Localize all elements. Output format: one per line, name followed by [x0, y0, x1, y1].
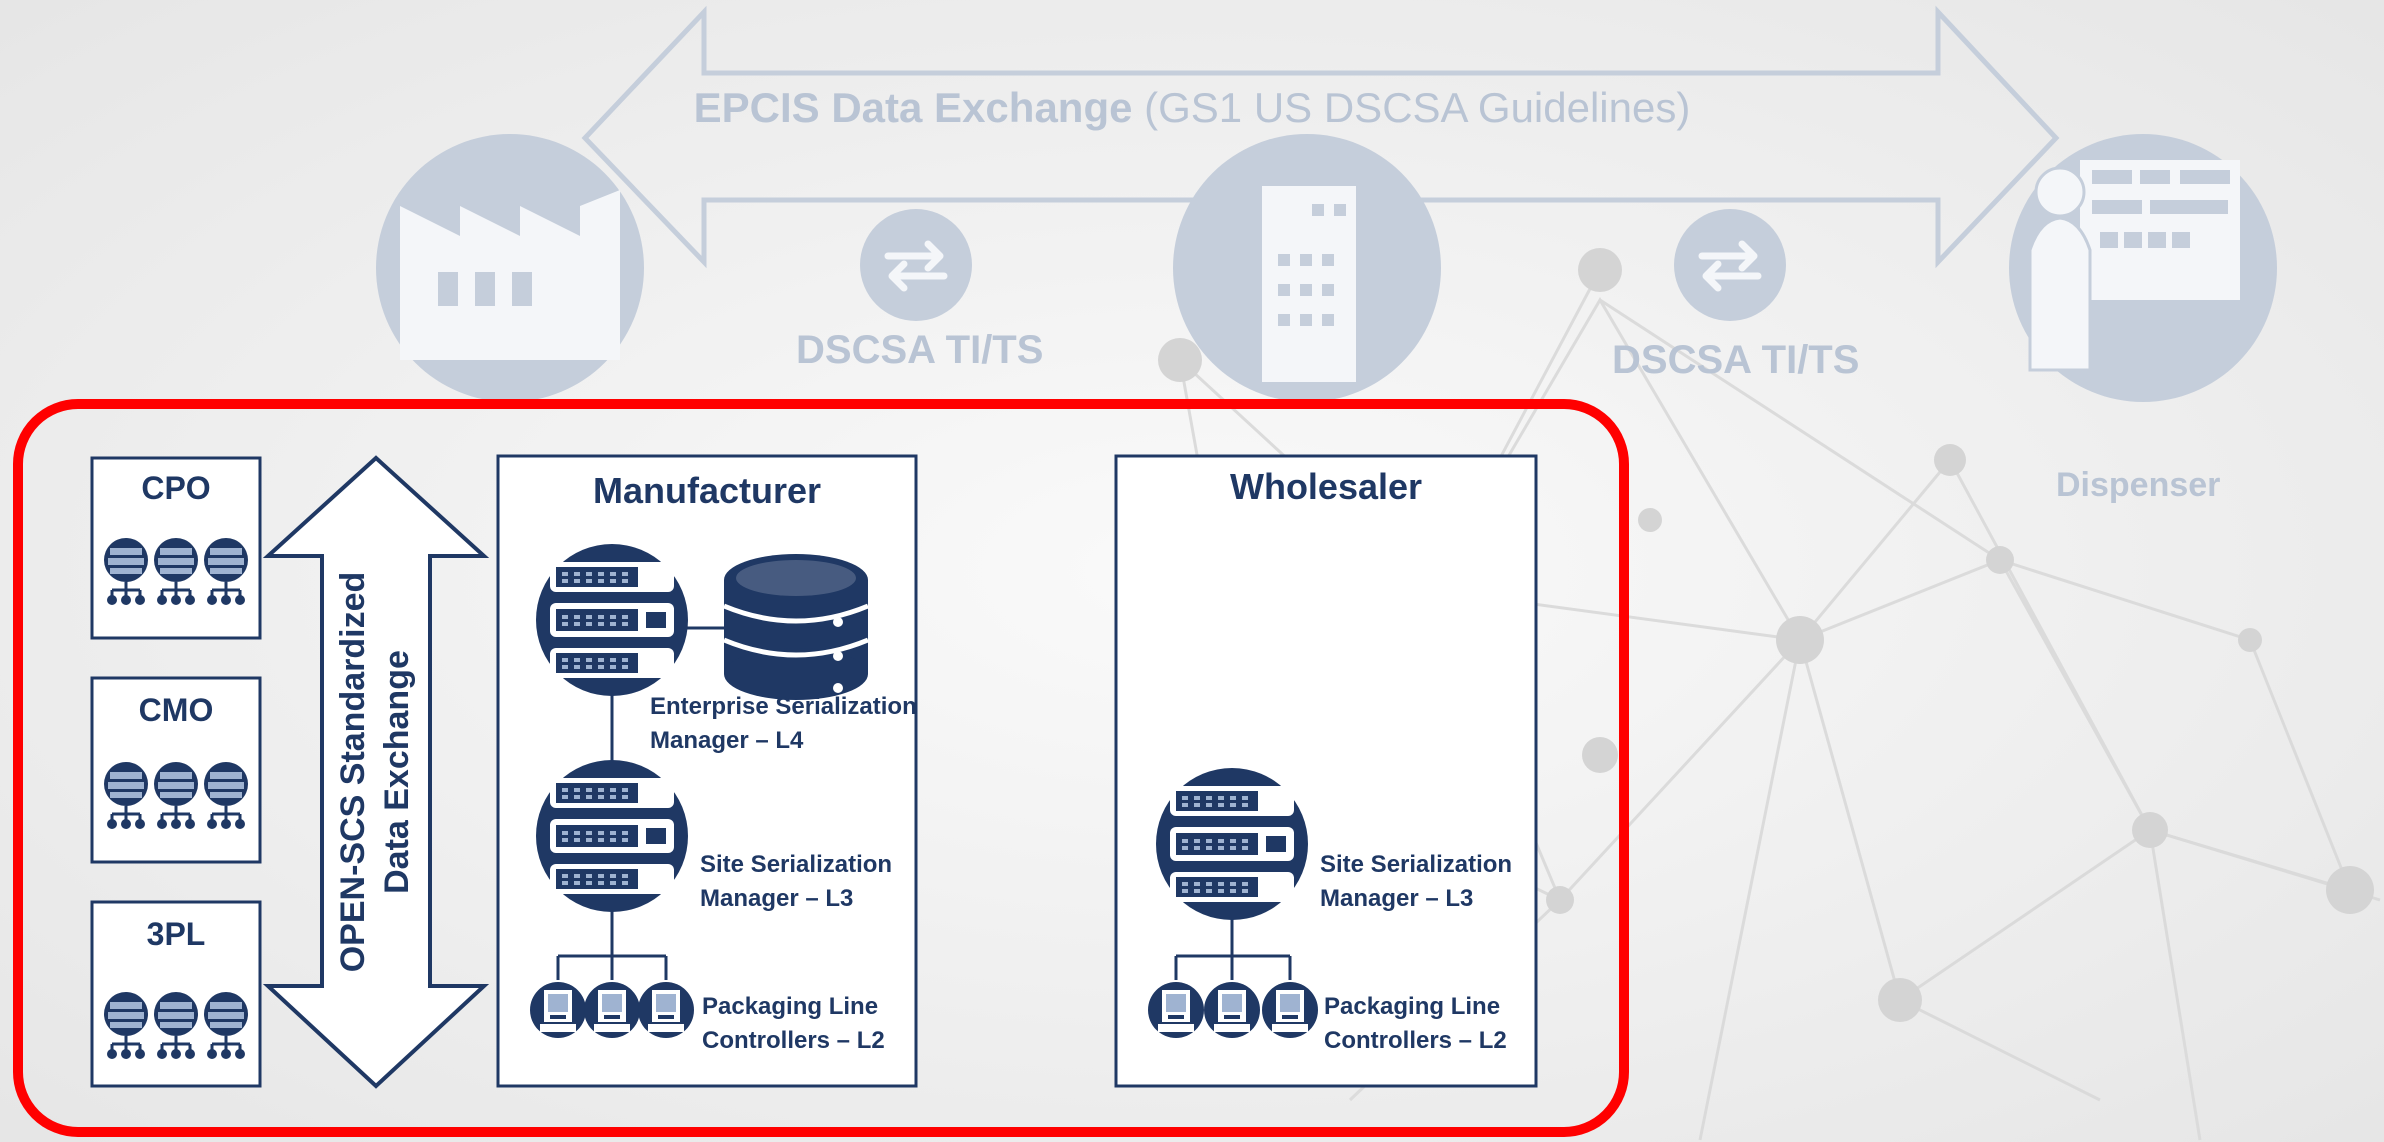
wholesaler-title: Wholesaler: [1229, 466, 1423, 507]
dispenser-label: Dispenser: [2056, 466, 2221, 504]
open-scs-label-line2: Data Exchange: [378, 650, 416, 894]
line-controller-icon: [638, 982, 694, 1038]
wholesaler-box: [1114, 454, 1538, 1088]
building-icon: [1173, 134, 1441, 402]
manufacturer-box: [496, 454, 918, 1088]
exchange-arrows-icon: [860, 209, 972, 321]
network-globe-icon: [202, 760, 250, 831]
partner-label-cmo: CMO: [138, 692, 214, 728]
network-globe-icon: [102, 760, 150, 831]
line-controller-icon: [1148, 982, 1204, 1038]
manufacturer-l4-line1: Enterprise Serialization: [650, 693, 917, 720]
partner-box-cmo: [90, 676, 262, 864]
network-globe-icon: [102, 990, 150, 1061]
manufacturer-l4-label: Enterprise Serialization Manager – L4: [650, 690, 917, 758]
dscsa-ti-label-2: DSCSA TI/TS: [1612, 338, 1860, 382]
epcis-exchange-title: EPCIS Data Exchange (GS1 US DSCSA Guidel…: [0, 84, 2384, 132]
network-globe-icon: [102, 536, 150, 607]
server-rack-icon: [1156, 768, 1308, 920]
wholesaler-l2-line2: Controllers – L2: [1324, 1027, 1507, 1054]
wholesaler-l2-label: Packaging Line Controllers – L2: [1324, 990, 1507, 1058]
wholesaler-l3-label: Site Serialization Manager – L3: [1320, 848, 1512, 916]
server-rack-icon: [536, 544, 688, 696]
manufacturer-title: Manufacturer: [592, 470, 822, 511]
line-controller-icon: [1262, 982, 1318, 1038]
pharmacist-icon: [2009, 134, 2277, 402]
partner-box-3pl: [90, 900, 262, 1088]
epcis-title-bold: EPCIS Data Exchange: [693, 84, 1133, 131]
database-icon: [723, 554, 869, 700]
wholesaler-l2-line1: Packaging Line: [1324, 993, 1501, 1020]
server-rack-icon: [536, 760, 688, 912]
network-globe-icon: [202, 990, 250, 1061]
epcis-title-light: (GS1 US DSCSA Guidelines): [1144, 84, 1691, 131]
network-globe-icon: [152, 536, 200, 607]
open-scs-exchange-arrow: [262, 455, 490, 1089]
line-controller-icon: [584, 982, 640, 1038]
network-globe-icon: [152, 760, 200, 831]
partner-box-cpo: [90, 456, 262, 640]
manufacturer-l2-label: Packaging Line Controllers – L2: [702, 990, 885, 1058]
manufacturer-l3-line1: Site Serialization: [700, 851, 893, 878]
exchange-arrows-icon: [1674, 209, 1786, 321]
factory-icon: [376, 134, 644, 402]
partner-label-cpo: CPO: [141, 470, 211, 506]
line-controller-icon: [1204, 982, 1260, 1038]
dscsa-ti-label-1: DSCSA TI/TS: [796, 328, 1044, 372]
wholesaler-l3-line1: Site Serialization: [1320, 851, 1513, 878]
manufacturer-l3-label: Site Serialization Manager – L3: [700, 848, 892, 916]
manufacturer-l2-line2: Controllers – L2: [702, 1027, 885, 1054]
highlight-frame: [13, 399, 1629, 1137]
manufacturer-l4-line2: Manager – L4: [650, 727, 804, 754]
manufacturer-l2-line1: Packaging Line: [702, 993, 879, 1020]
wholesaler-l3-line2: Manager – L3: [1320, 885, 1474, 912]
open-scs-label-line1: OPEN-SCS Standardized: [334, 571, 372, 973]
network-globe-icon: [202, 536, 250, 607]
partner-label-3pl: 3PL: [146, 916, 206, 952]
line-controller-icon: [530, 982, 586, 1038]
network-globe-icon: [152, 990, 200, 1061]
epcis-exchange-arrow: [581, 5, 2060, 269]
manufacturer-l3-line2: Manager – L3: [700, 885, 854, 912]
open-scs-label: OPEN-SCS Standardized Data Exchange: [331, 482, 421, 1062]
